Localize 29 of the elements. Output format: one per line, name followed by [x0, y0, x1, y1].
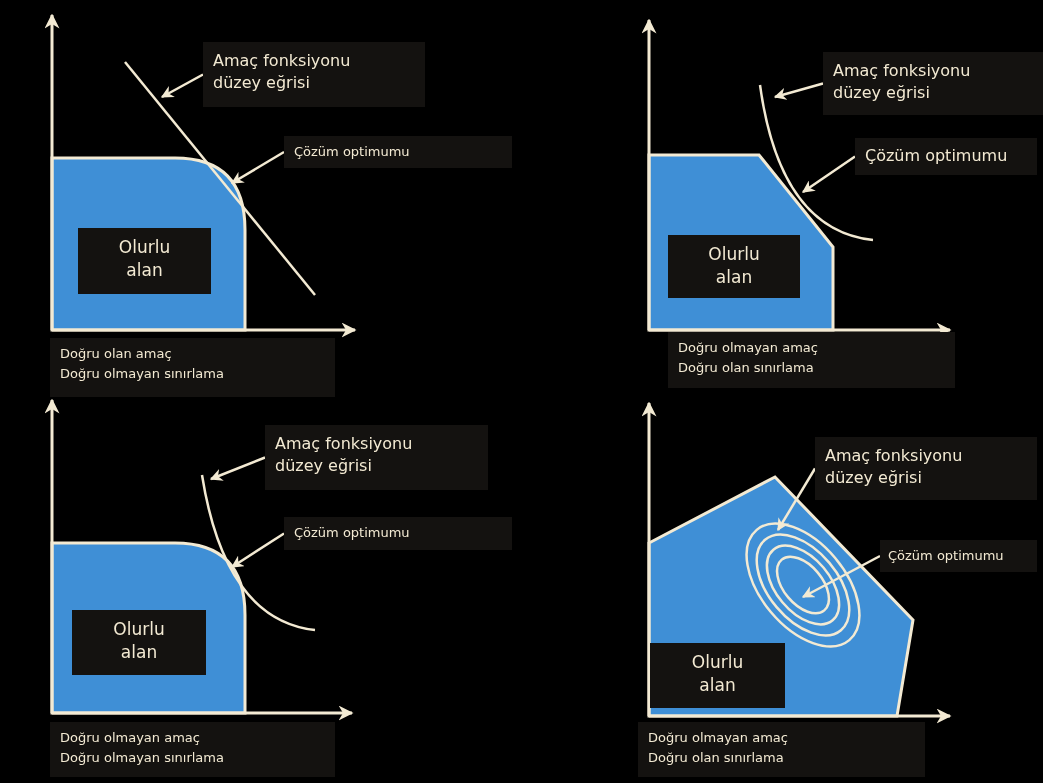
leader-arrow — [160, 73, 204, 99]
caption-line: Doğru olmayan sınırlama — [60, 748, 225, 767]
callout-label: Amaç fonksiyonu düzey eğrisi — [823, 52, 1043, 115]
caption-line: Doğru olmayan amaç — [648, 729, 789, 747]
caption-line: Doğru olmayan amaç — [678, 339, 819, 357]
leader-arrow — [776, 467, 817, 532]
caption-line: Doğru olan amaç — [60, 345, 173, 363]
region-label: Olurlu alan — [668, 235, 800, 298]
region-label: Olurlu alan — [650, 643, 785, 708]
region-label: Olurlu alan — [78, 228, 211, 294]
caption-line: Doğru olmayan sınırlama — [60, 364, 225, 383]
callout-label: Çözüm optimumu — [880, 540, 1037, 572]
contour-ellipses — [745, 522, 861, 648]
caption-line: Doğru olan sınırlama — [648, 748, 785, 767]
leader-arrow — [801, 554, 881, 599]
callout-label: Çözüm optimumu — [284, 517, 512, 550]
caption-line: Doğru olmayan amaç — [60, 729, 201, 747]
leader-arrow — [230, 532, 285, 569]
callout-label: Amaç fonksiyonu düzey eğrisi — [203, 42, 425, 107]
callout-label: Amaç fonksiyonu düzey eğrisi — [815, 437, 1037, 500]
region-label: Olurlu alan — [72, 610, 206, 675]
leader-arrow — [230, 150, 285, 185]
leader-arrow — [773, 82, 824, 100]
leader-arrow — [209, 456, 266, 481]
callout-label: Çözüm optimumu — [284, 136, 512, 168]
leader-arrow — [801, 155, 856, 194]
callout-label: Çözüm optimumu — [855, 138, 1037, 175]
caption-line: Doğru olan sınırlama — [678, 358, 815, 377]
callout-label: Amaç fonksiyonu düzey eğrisi — [265, 425, 488, 490]
